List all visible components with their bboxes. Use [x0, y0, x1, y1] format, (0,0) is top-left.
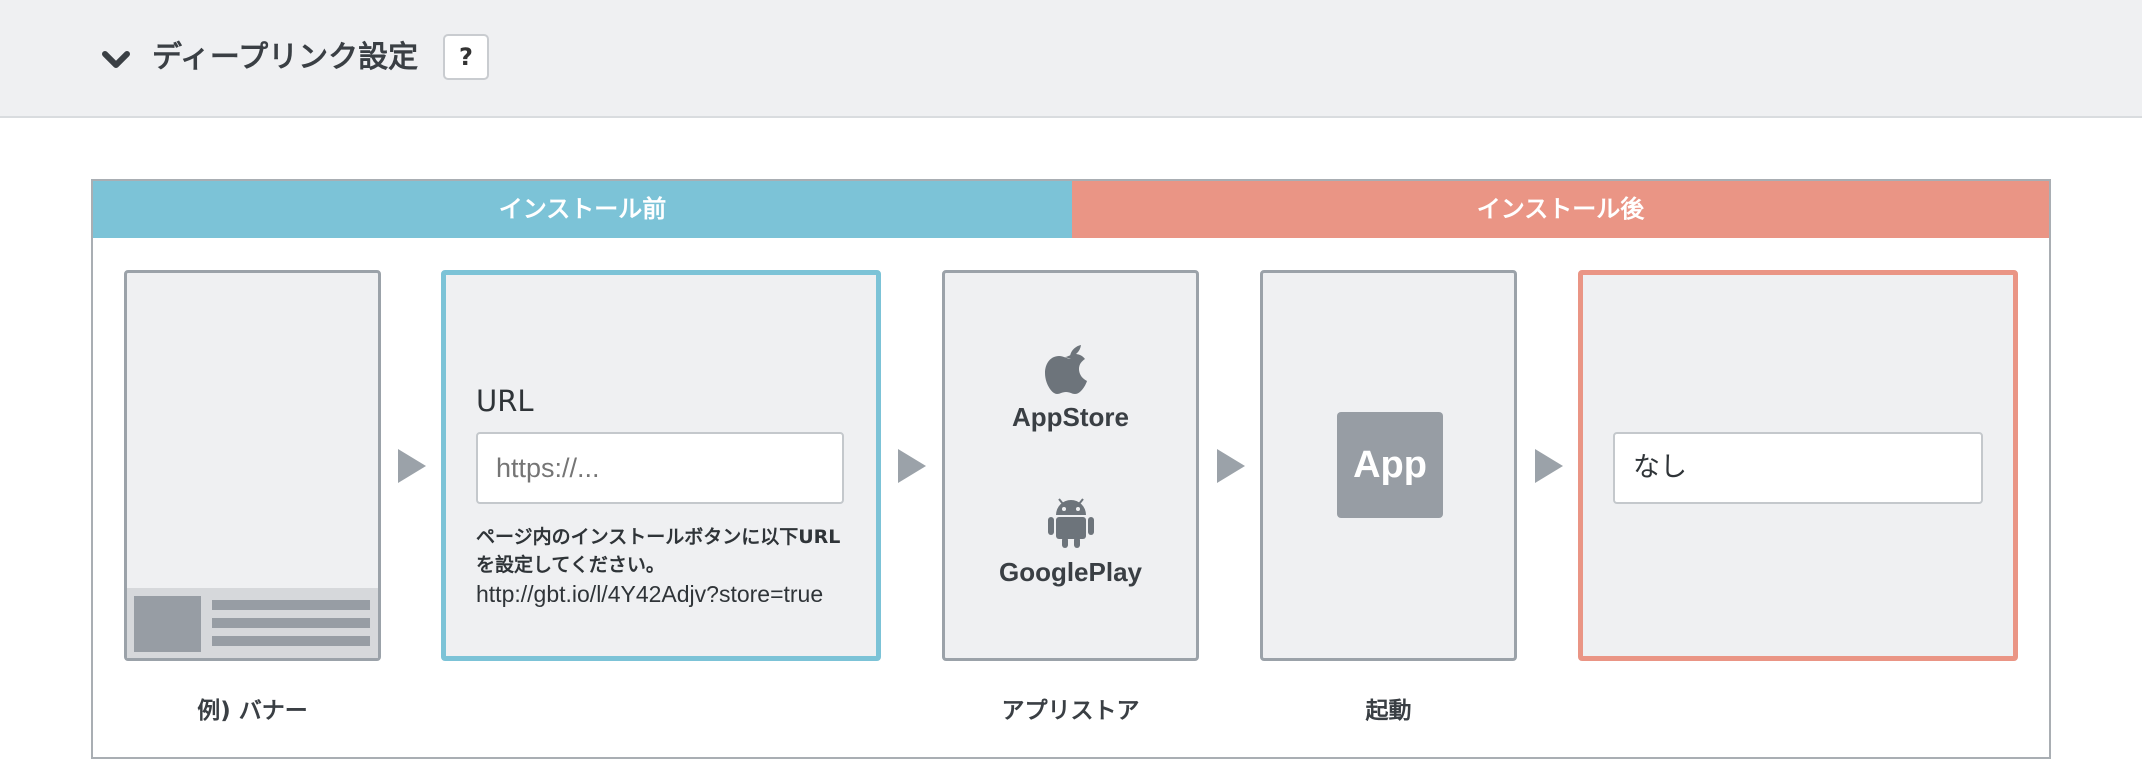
deeplink-flow-panel: インストール前 インストール後 例) バナー URL ページ内のインストールボタ…	[91, 179, 2051, 759]
section-title: ディープリンク設定	[152, 40, 419, 75]
app-store-caption: アプリストア	[1001, 698, 1140, 724]
help-button[interactable]: ?	[443, 34, 489, 80]
section-header[interactable]: ディープリンク設定 ?	[0, 0, 2142, 118]
flow-arrow-icon	[898, 449, 926, 483]
url-card: URL ページ内のインストールボタンに以下URLを設定してください。 http:…	[441, 270, 881, 661]
flow-arrow-icon	[1217, 449, 1245, 483]
before-install-band: インストール前	[93, 181, 1072, 238]
app-launch-card: App	[1260, 270, 1517, 661]
appstore-label: AppStore	[1012, 402, 1129, 432]
banner-text-line	[212, 600, 370, 610]
url-help-text: ページ内のインストールボタンに以下URLを設定してください。	[476, 526, 841, 576]
chevron-down-icon[interactable]	[100, 44, 132, 76]
after-install-select[interactable]: なし	[1613, 432, 1983, 504]
banner-caption: 例) バナー	[197, 698, 308, 724]
after-install-card: なし	[1578, 270, 2018, 661]
banner-thumbnail	[134, 596, 201, 652]
banner-example-card	[124, 270, 381, 661]
app-icon: App	[1337, 412, 1443, 518]
url-label: URL	[476, 384, 534, 418]
url-input[interactable]	[476, 432, 844, 504]
flow-arrow-icon	[1535, 449, 1563, 483]
after-install-band: インストール後	[1072, 181, 2049, 238]
flow-arrow-icon	[398, 449, 426, 483]
banner-preview	[127, 588, 378, 658]
apple-icon	[1045, 345, 1087, 394]
banner-text-line	[212, 636, 370, 646]
url-example-link[interactable]: http://gbt.io/l/4Y42Adjv?store=true	[476, 581, 824, 607]
googleplay-label: GooglePlay	[998, 557, 1143, 587]
app-launch-caption: 起動	[1365, 698, 1412, 724]
app-store-card: AppStore GooglePlay	[942, 270, 1199, 661]
banner-text-line	[212, 618, 370, 628]
android-icon	[1048, 498, 1094, 548]
